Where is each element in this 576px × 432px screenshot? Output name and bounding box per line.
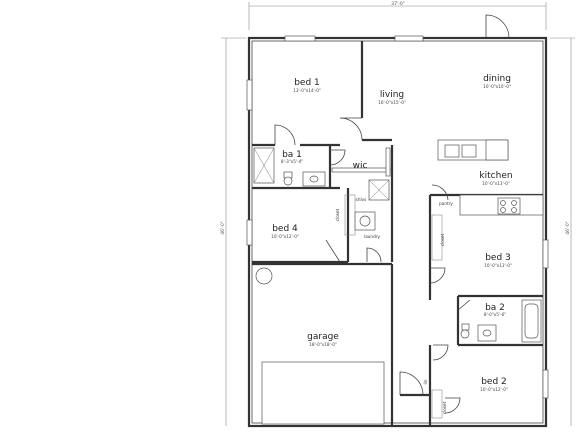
exterior-walls [246, 14, 549, 428]
room-bed2-size: 10'-0"x12'-0" [480, 387, 508, 392]
room-bed1-name: bed 1 [294, 78, 320, 88]
label-closet-bed3: closet [440, 233, 445, 246]
label-pantry: pantry [439, 201, 453, 206]
label-linen: lin [423, 379, 428, 384]
label-closet-bed4: closet [335, 208, 340, 221]
garage-door [261, 361, 385, 425]
room-dining-size: 10'-0"x10'-0" [483, 84, 511, 89]
dimension-top-label: 37'-0" [391, 1, 405, 7]
fixtures [253, 139, 544, 425]
room-living-name: living [380, 90, 404, 100]
room-wic-name: wic [353, 161, 368, 171]
room-garage-size: 18'-0"x18'-0" [309, 342, 337, 347]
room-living-size: 16'-0"x15'-0" [378, 100, 406, 105]
room-ba2-size: 8'-0"x5'-6" [484, 312, 506, 317]
small-labels: shlvs laundry pantry closet closet close… [335, 197, 453, 414]
label-shelves: shlvs [356, 197, 367, 202]
room-labels: bed 1 13'-0"x14'-0" living 16'-0"x15'-0"… [271, 74, 512, 392]
room-ba2-name: ba 2 [485, 303, 505, 313]
room-bed4-name: bed 4 [272, 224, 298, 234]
door-swings [274, 117, 471, 414]
room-bed2-name: bed 2 [481, 377, 507, 387]
dimension-right-label: 46'-0" [565, 221, 571, 235]
interior-walls [252, 41, 543, 426]
room-kitchen-name: kitchen [479, 171, 512, 181]
room-garage-name: garage [307, 332, 339, 342]
room-bed3-size: 10'-0"x13'-0" [484, 263, 512, 268]
front-door-swing [485, 14, 510, 39]
room-kitchen-size: 10'-0"x13'-0" [482, 181, 510, 186]
dimension-left-label: 46'-0" [220, 221, 226, 235]
label-closet-bed2: closet [442, 401, 447, 414]
room-ba1-name: ba 1 [282, 150, 302, 160]
room-ba1-size: 8'-3"x5'-4" [281, 159, 303, 164]
label-laundry: laundry [364, 234, 380, 239]
room-bed1-size: 13'-0"x14'-0" [293, 88, 321, 93]
room-dining-name: dining [483, 74, 511, 84]
dimension-lines: 37'-0" 46'-0" 46'-0" [220, 1, 575, 426]
room-bed3-name: bed 3 [485, 253, 511, 263]
room-bed4-size: 10'-0"x12'-0" [271, 234, 299, 239]
